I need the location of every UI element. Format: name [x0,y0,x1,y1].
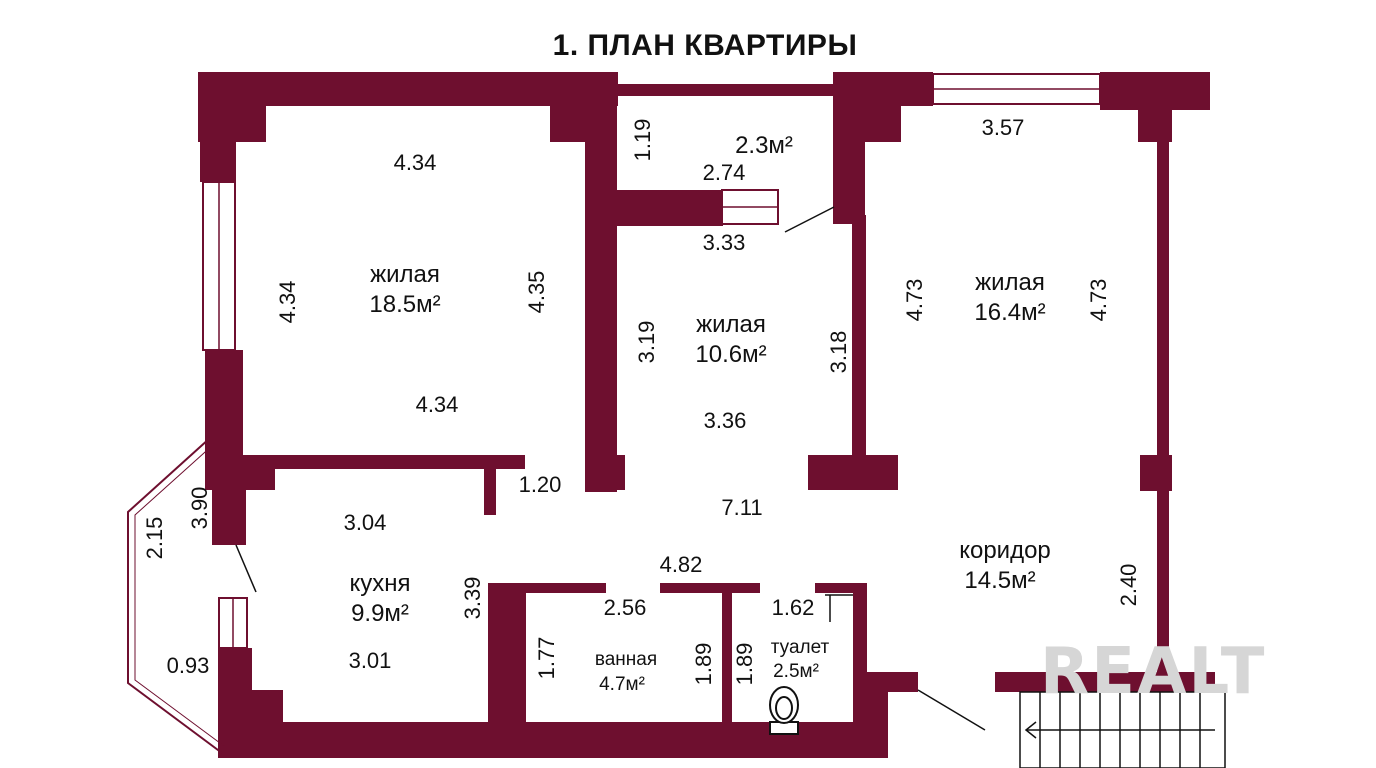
room-kitchen-area: 9.9м² [351,600,409,627]
dim-wall-stub: 1.20 [519,472,562,497]
wall-stair-top [995,672,1215,692]
dim-corridor-inner: 4.82 [660,552,703,577]
dim-storage-height: 1.19 [630,119,655,162]
watermark: REALT [1040,635,1266,709]
wall-bath-top [660,583,760,593]
room-living3-name: жилая [975,269,1045,296]
dim-living1-left: 4.34 [275,281,300,324]
walls [198,72,1215,758]
wall-living2-bl [585,455,625,490]
wall-left-upper [200,72,236,182]
dim-living1-top: 4.34 [394,150,437,175]
wall-bath-toilet [722,590,732,730]
wall-kitchen-top-r [488,583,606,593]
dim-living1-right: 4.35 [524,271,549,314]
dim-kitchen-right: 3.39 [460,577,485,620]
dim-living1-bottom: 4.34 [416,392,459,417]
door-balcony [235,544,257,593]
dim-toilet-left: 1.89 [732,643,757,686]
room-corridor-area: 14.5м² [964,567,1035,594]
wall-top-left [198,72,618,106]
dim-balcony-end: 0.93 [167,653,210,678]
wall-living2-br [808,455,898,490]
room-living2-name: жилая [696,311,766,338]
door-entrance [917,689,986,731]
wall-left-mid [205,350,243,460]
room-living2-area: 10.6м² [695,341,766,368]
dim-living2-right: 3.18 [826,331,851,374]
dim-corridor-right: 2.40 [1116,564,1141,607]
room-living1-name: жилая [370,261,440,288]
wall-kitchen-left [212,470,246,545]
dim-bath-left: 1.77 [534,637,559,680]
wall-living1-bottom [205,455,525,469]
dim-living2-bottom: 3.36 [704,408,747,433]
dim-bath-right: 1.89 [691,643,716,686]
wall-right-lower [1157,490,1169,680]
dim-balcony-inner: 3.90 [187,487,212,530]
wall-stub [484,455,496,515]
wall-kitchen-right [488,583,526,758]
room-toilet-area: 2.5м² [773,661,819,682]
dim-storage-width: 2.74 [703,160,746,185]
toilet-fixture [769,686,799,735]
wall-right-block [1140,455,1172,491]
balcony-outline [127,437,223,754]
dim-living3-top: 3.57 [982,115,1025,140]
dim-toilet-top: 1.62 [772,595,815,620]
stairs [1019,691,1226,768]
dim-living3-right: 4.73 [1086,279,1111,322]
dim-bath-top: 2.56 [604,595,647,620]
room-bathroom-name: ванная [595,649,657,670]
room-kitchen-name: кухня [349,570,410,597]
wall-storage-top [615,84,837,96]
wall-bottom [218,722,870,758]
door-storage [784,206,835,233]
dim-kitchen-top: 3.04 [344,510,387,535]
wall-bottom-right-col [860,672,888,758]
wall-right-upper [1157,110,1169,460]
room-living3-area: 16.4м² [974,299,1045,326]
dim-kitchen-bottom: 3.01 [349,648,392,673]
wall-living2-right [852,215,866,480]
room-living1-area: 18.5м² [369,291,440,318]
wall-living2-left [585,215,600,480]
room-corridor-name: коридор [959,537,1051,564]
dim-corridor-length: 7.11 [721,495,762,520]
wall-corner-bl [218,690,283,758]
dim-living2-left: 3.19 [634,321,659,364]
room-toilet-name: туалет [771,637,830,658]
door-lines [235,206,986,731]
dim-living3-left: 4.73 [902,279,927,322]
window-lines [218,88,1100,648]
wall-storage-bottom [595,190,723,226]
wall-toilet-top [815,583,867,593]
room-storage-area: 2.3м² [735,132,793,159]
dim-balcony-outer: 2.15 [142,517,167,560]
balcony-outline-inner [134,443,225,747]
dim-living2-top: 3.33 [703,230,746,255]
room-bathroom-area: 4.7м² [599,674,645,695]
wall-top-right-a [833,72,933,106]
plan-title: 1. ПЛАН КВАРТИРЫ [553,29,858,62]
